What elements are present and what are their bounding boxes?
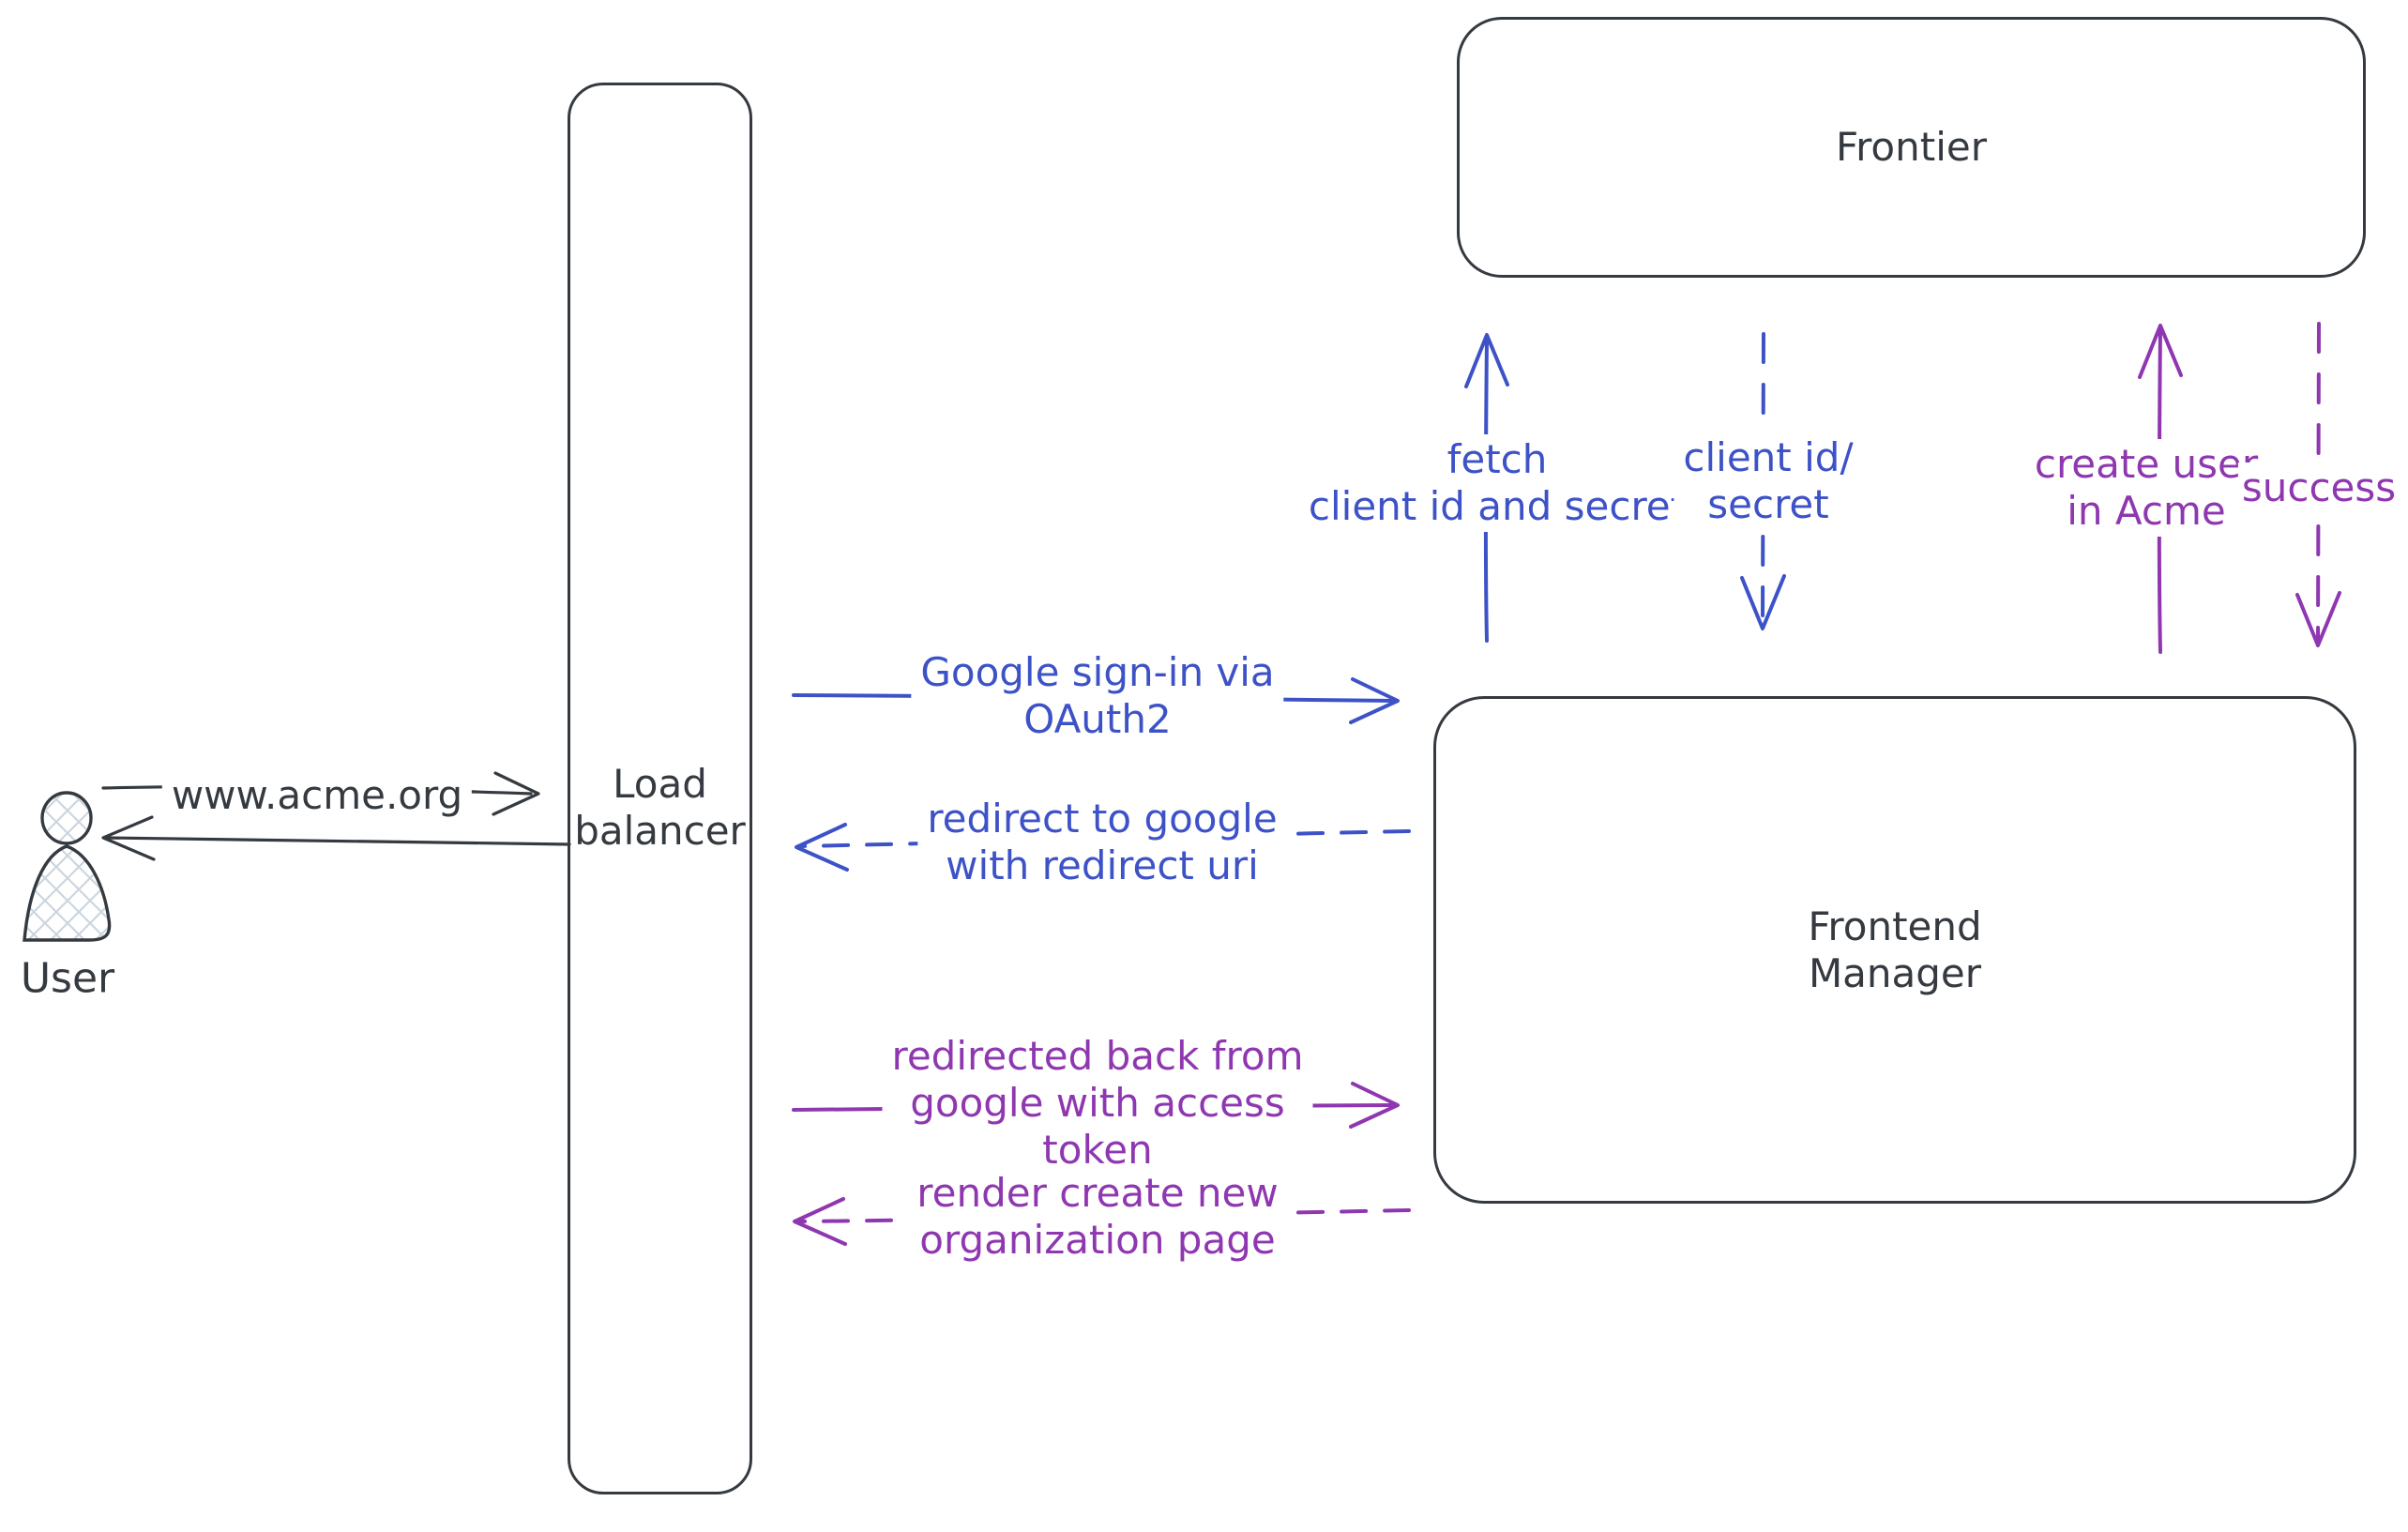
frontend-manager-label-line2: Manager	[1808, 949, 1982, 996]
label-client-id-secret-line2: secret	[1707, 481, 1829, 527]
label-create-user-line2: in Acme	[2067, 488, 2226, 534]
label-create-user-line1: create user	[2034, 441, 2259, 487]
label-redirected-back-line3: token	[1042, 1127, 1153, 1173]
frontend-manager-box: Frontend Manager	[1433, 696, 2356, 1204]
arrow-fetch-secret-head	[1464, 333, 1509, 388]
label-redirected-back: redirected back from google with access …	[882, 1031, 1313, 1176]
label-redirect-google-line1: redirect to google	[927, 796, 1278, 842]
label-redirected-back-line1: redirected back from	[891, 1033, 1304, 1079]
arrow-success-head	[2295, 591, 2341, 647]
label-render-page-line2: organization page	[919, 1217, 1276, 1263]
label-fetch-secret-line2: client id and secret	[1308, 483, 1687, 529]
arrow-redirect-google-head	[795, 823, 849, 872]
arrow-redirected-back-head	[1349, 1082, 1400, 1129]
frontier-box: Frontier	[1457, 17, 2366, 278]
label-client-id-secret-line1: client id/	[1683, 434, 1854, 480]
label-redirect-google: redirect to google with redirect uri	[917, 794, 1287, 891]
label-redirect-google-line2: with redirect uri	[946, 842, 1259, 888]
arrow-return-line	[103, 836, 571, 846]
arrow-google-signin-head	[1349, 677, 1400, 724]
arrow-return-to-user	[101, 815, 571, 861]
label-client-id-secret: client id/ secret	[1673, 432, 1863, 530]
load-balancer-label: Load balancer	[574, 761, 746, 855]
arrow-return-head	[101, 815, 156, 861]
arrow-client-id-secret-head	[1740, 574, 1786, 630]
frontier-label: Frontier	[1835, 124, 1987, 170]
label-success: success	[2237, 463, 2400, 513]
label-google-signin-line1: Google sign-in via	[920, 649, 1275, 695]
arrow-create-user-head	[2138, 324, 2183, 379]
label-render-page-line1: render create new	[916, 1170, 1279, 1216]
user-icon	[23, 791, 112, 942]
frontend-manager-label-line1: Frontend	[1808, 903, 1982, 949]
label-google-signin-line2: OAuth2	[1023, 696, 1172, 742]
label-fetch-secret: fetch client id and secret	[1298, 434, 1696, 532]
arrow-www-acme-head	[492, 771, 540, 816]
label-render-page: render create new organization page	[907, 1168, 1288, 1266]
frontend-manager-label: Frontend Manager	[1808, 903, 1981, 997]
label-fetch-secret-line1: fetch	[1446, 436, 1548, 482]
label-redirected-back-line2: google with access	[910, 1080, 1285, 1126]
label-www-acme: www.acme.org	[161, 770, 473, 821]
user-icon-head	[40, 791, 93, 845]
user-label: User	[20, 954, 115, 1003]
load-balancer-box: Load balancer	[568, 83, 752, 1494]
load-balancer-label-line2: balancer	[574, 807, 746, 854]
load-balancer-label-line1: Load	[613, 760, 707, 807]
label-create-user: create user in Acme	[2024, 439, 2268, 537]
arrow-render-page-head	[793, 1197, 847, 1246]
label-google-signin: Google sign-in via OAuth2	[911, 647, 1284, 745]
user-icon-body	[23, 844, 112, 942]
